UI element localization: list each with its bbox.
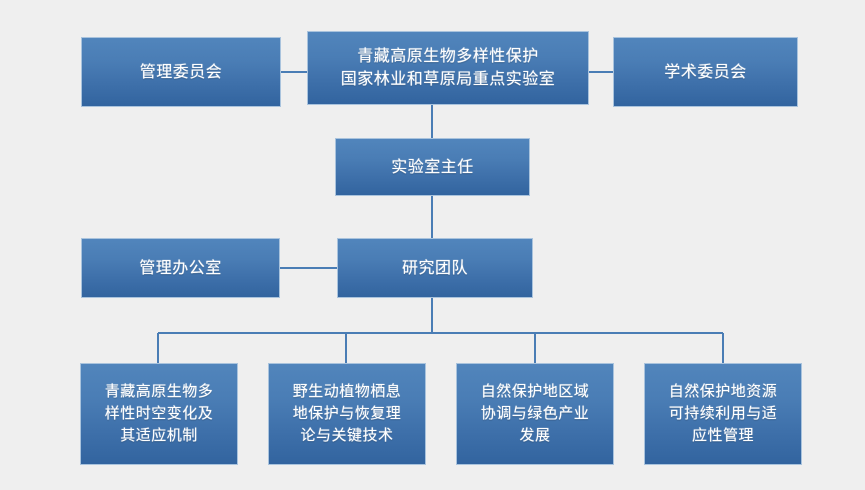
node-research-team-label: 研究团队	[401, 257, 468, 277]
node-research-direction-3-label: 自然保护地区域 协调与绿色产业 发展	[480, 382, 590, 444]
node-research-direction-2-label: 野生动植物栖息 地保护与恢复理 论与关键技术	[292, 382, 402, 444]
node-lab-director[interactable]: 实验室主任	[335, 138, 530, 196]
node-research-team[interactable]: 研究团队	[337, 238, 533, 298]
node-admin-committee[interactable]: 管理委员会	[81, 37, 281, 107]
node-admin-office-label: 管理办公室	[139, 257, 222, 277]
node-research-direction-3[interactable]: 自然保护地区域 协调与绿色产业 发展	[456, 363, 614, 465]
node-academic-committee-label: 学术委员会	[664, 61, 747, 81]
node-lab-title[interactable]: 青藏高原生物多样性保护 国家林业和草原局重点实验室	[307, 31, 589, 105]
node-research-direction-1[interactable]: 青藏高原生物多 样性时空变化及 其适应机制	[80, 363, 238, 465]
node-research-direction-1-label: 青藏高原生物多 样性时空变化及 其适应机制	[104, 382, 214, 444]
node-lab-director-label: 实验室主任	[391, 156, 474, 176]
node-research-direction-4-label: 自然保护地资源 可持续利用与适 应性管理	[668, 382, 778, 444]
node-research-direction-2[interactable]: 野生动植物栖息 地保护与恢复理 论与关键技术	[268, 363, 426, 465]
node-research-direction-4[interactable]: 自然保护地资源 可持续利用与适 应性管理	[644, 363, 802, 465]
node-admin-committee-label: 管理委员会	[139, 61, 223, 81]
node-lab-title-label: 青藏高原生物多样性保护 国家林业和草原局重点实验室	[340, 46, 556, 88]
node-admin-office[interactable]: 管理办公室	[81, 238, 280, 298]
node-academic-committee[interactable]: 学术委员会	[613, 37, 798, 107]
